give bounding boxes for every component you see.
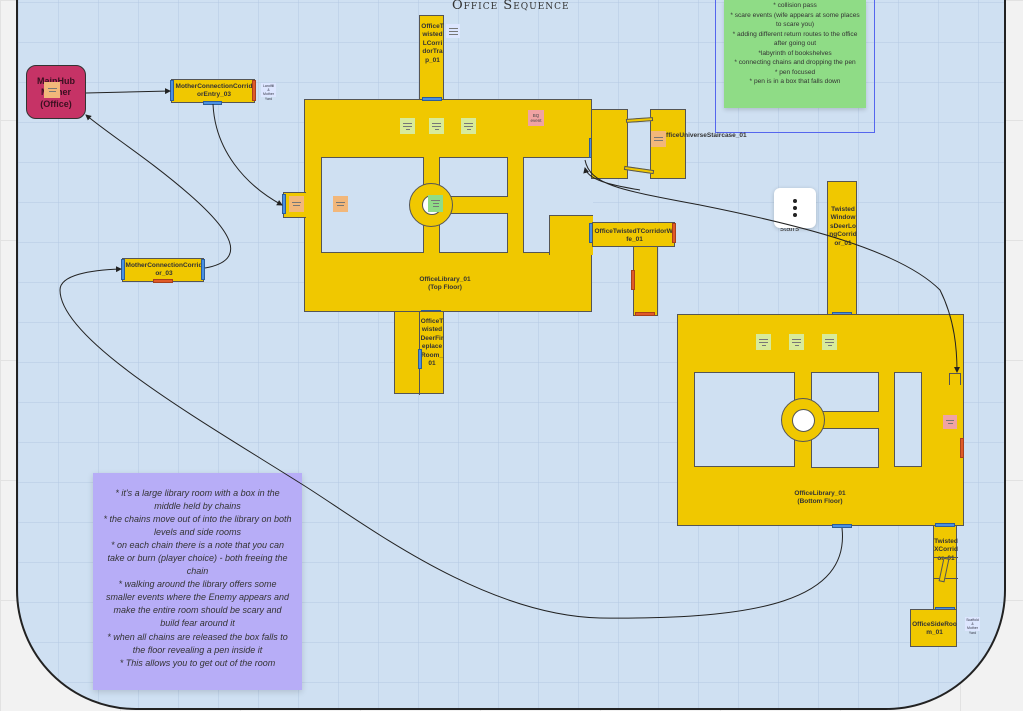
door-locked[interactable] [635, 312, 655, 316]
door-locked[interactable] [672, 223, 676, 243]
room-trap-corridor[interactable]: OfficeTwistedLCorridorTrap_01 [419, 15, 444, 100]
more-dot-icon [793, 213, 797, 217]
bookshelf-block [811, 428, 879, 468]
note-line: * it's a large library room with a box i… [115, 488, 280, 512]
room-side-room[interactable]: OfficeSideRoom_01 [910, 609, 957, 647]
sticky-note[interactable] [651, 131, 666, 147]
note-line: * on each chain there is a note that you… [107, 540, 288, 577]
more-dot-icon [793, 199, 797, 203]
note-line: * connecting chains and dropping the pen [734, 59, 856, 67]
more-dot-icon [793, 206, 797, 210]
bookshelf-block [894, 372, 922, 467]
room-label: OfficeTwistedTCorridorWife_01 [594, 228, 675, 244]
room-label: MotherConnectionCorridorEntry_03 [175, 83, 253, 99]
bookshelf-block [811, 372, 879, 412]
sticky-note[interactable] [756, 334, 771, 350]
door-open[interactable] [201, 259, 205, 280]
sticky-note[interactable] [428, 195, 443, 212]
connector-corridor-hub[interactable] [85, 114, 232, 269]
todo-note[interactable]: * collision pass * scare events (wife ap… [724, 0, 866, 108]
connector-stairs[interactable] [584, 159, 960, 373]
room-label: TwistedWindowsDeerLongCorridor_01 [829, 206, 857, 247]
connector-bottom-purple[interactable] [299, 482, 843, 619]
door-open[interactable] [832, 524, 852, 528]
sticky-label: BQ event [530, 113, 542, 123]
note-line: * pen is in a box that falls down [749, 78, 841, 86]
note-line: * pen focused [774, 68, 816, 76]
note-line: * This allows you to get out of the room [119, 657, 276, 668]
room-twisted-x-corridor[interactable]: TwistedXCorridor_01 [933, 525, 958, 610]
door-open[interactable] [203, 101, 222, 105]
door-open[interactable] [935, 523, 955, 527]
mini-note[interactable]: Scaffold & Mother Yard [965, 617, 980, 635]
connector-stairs-up[interactable] [583, 167, 641, 191]
door-locked[interactable] [153, 279, 173, 283]
room-label: OfficeLibrary_01 (Top Floor) [419, 276, 471, 292]
sticky-note[interactable] [446, 24, 460, 38]
door-open[interactable] [418, 349, 422, 369]
note-line: * collision pass [773, 2, 817, 9]
bookshelf-block [439, 213, 508, 253]
room-divider [934, 578, 958, 579]
note-line: * when all chains are released the box f… [107, 631, 288, 655]
connector-entry-library[interactable] [212, 103, 283, 206]
stairs-label: stairs [780, 224, 800, 233]
connector-hub-entry[interactable] [85, 88, 171, 95]
room-label: OfficeTwistedDeerFireplaceRoom_01 [420, 318, 444, 368]
sticky-note[interactable] [400, 118, 415, 134]
sticky-note[interactable] [822, 334, 837, 350]
library-ring [781, 398, 825, 442]
note-line: * scare events (wife appears at some pla… [730, 11, 860, 29]
door-locked[interactable] [631, 270, 635, 290]
note-line: * the chains move out of into the librar… [103, 514, 292, 538]
door-open[interactable] [422, 97, 442, 101]
design-note[interactable]: * it's a large library room with a box i… [93, 473, 302, 690]
stairs-marker [949, 373, 961, 385]
sticky-note[interactable] [44, 82, 60, 98]
sticky-note[interactable] [429, 118, 444, 134]
room-windows-corridor[interactable]: TwistedWindowsDeerLongCorridor_01 [827, 181, 857, 316]
sticky-note[interactable] [461, 118, 476, 134]
sticky-note[interactable] [333, 196, 348, 212]
sticky-note[interactable] [943, 415, 957, 429]
bookshelf-block [694, 372, 795, 467]
room-label: OfficeLibrary_01 (Bottom Floor) [794, 490, 846, 506]
page-title: Office Sequence [452, 0, 570, 13]
note-line: * walking around the library offers some… [105, 579, 290, 629]
library-corner [549, 215, 593, 255]
door-locked[interactable] [960, 438, 964, 458]
room-twisted-t-corridor[interactable]: OfficeTwistedTCorridorWife_01 [592, 222, 675, 247]
connector-to-corridor03[interactable] [59, 266, 301, 484]
note-frame [715, 0, 875, 133]
chain-box[interactable] [792, 409, 815, 432]
room-divider [934, 557, 958, 558]
room-label: MotherConnectionCorridor_03 [125, 262, 203, 278]
note-line: *labyrinth of bookshelves [758, 49, 832, 57]
sticky-note[interactable] [789, 334, 804, 350]
sticky-note[interactable] [289, 196, 304, 212]
door-locked[interactable] [252, 80, 256, 101]
room-label: OfficeTwistedLCorridorTrap_01 [421, 23, 444, 64]
stair-landing [591, 109, 628, 179]
bq-event-note[interactable]: BQ event [528, 110, 544, 126]
mini-note[interactable]: Landfill & Mother Yard [261, 83, 276, 101]
more-options-button[interactable] [774, 188, 816, 228]
bookshelf-block [439, 157, 508, 197]
note-line: * adding different return routes to the … [732, 30, 858, 48]
room-label: OfficeSideRoom_01 [912, 621, 957, 637]
